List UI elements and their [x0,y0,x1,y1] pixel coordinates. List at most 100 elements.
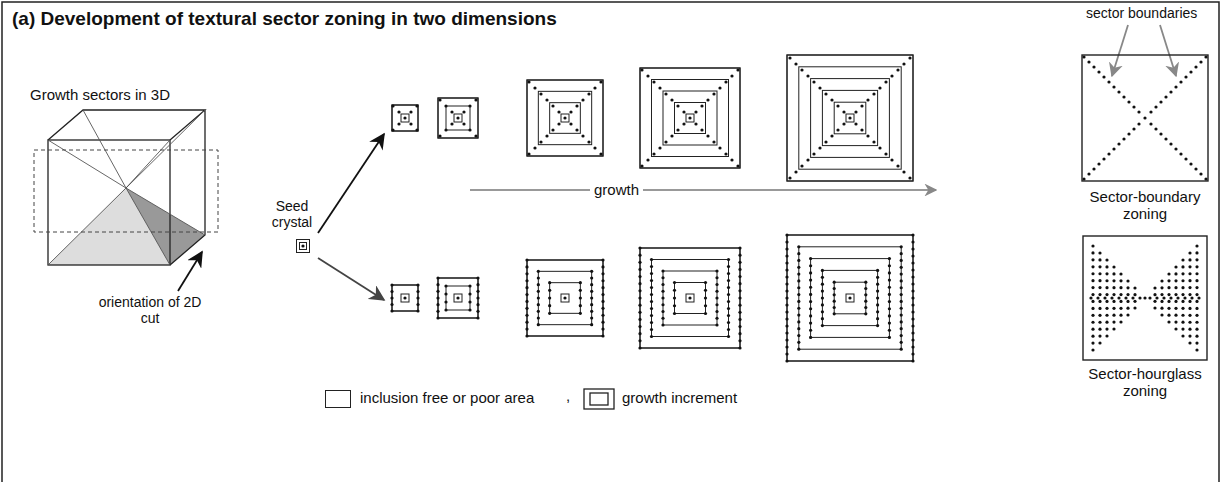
inclusion-dot [1188,314,1191,317]
inclusion-dot [650,314,653,317]
inclusion-dot [557,122,560,125]
inclusion-dot [638,311,641,314]
inclusion-dot [476,283,479,286]
cube-figure [34,110,218,265]
inclusion-dot [638,282,641,285]
inclusion-dot [563,116,566,119]
leader-arrow [178,252,202,291]
inclusion-dot [1167,300,1170,303]
inclusion-dot [884,80,887,83]
inclusion-dot [706,98,709,101]
inclusion-dot [601,334,604,337]
inclusion-dot [1167,320,1170,323]
growth-increment [438,278,478,318]
inclusion-dot [1122,95,1125,98]
inclusion-dot [911,268,914,271]
leader-arrow [1112,25,1128,76]
inclusion-dot [833,300,836,303]
growth-increment [787,55,913,181]
inclusion-dot [1105,321,1108,324]
inclusion-dot [1179,80,1182,83]
inclusion-dot [416,290,419,293]
growth-increment [834,102,866,134]
inclusion-dot [1194,167,1197,170]
inclusion-dot [911,317,914,320]
inclusion-dot [876,276,879,279]
inclusion-dot [1091,265,1094,268]
inclusion-dot [1105,272,1108,275]
inclusion-dot [785,338,788,341]
inclusion-dot [661,303,664,306]
inclusion-dot [824,92,827,95]
inclusion-dot [1102,157,1105,160]
inclusion-dot [830,134,833,137]
inclusion-dot [436,316,439,319]
inclusion-dot [658,86,661,89]
inclusion-dot [1174,286,1177,289]
inclusion-dot [468,284,471,287]
inclusion-dot [590,303,593,306]
inclusion-dot [1091,300,1094,303]
inclusion-dot [661,290,664,293]
inclusion-dot [809,293,812,296]
inclusion-dot [661,310,664,313]
inclusion-dot [833,312,836,315]
inclusion-dot [527,152,530,155]
inclusion-dot [821,296,824,299]
inclusion-dot [474,134,477,137]
crystal-section [1082,55,1208,181]
inclusion-dot [1105,293,1108,296]
inclusion-dot [1091,307,1094,310]
inclusion-dot [715,269,718,272]
inclusion-dot [1126,300,1129,303]
inclusion-dot [1117,90,1120,93]
growth-increment [652,80,729,157]
inclusion-dot [1119,300,1122,303]
growth-increment [663,91,717,145]
inclusion-dot [727,293,730,296]
inclusion-dot [1092,65,1095,68]
inclusion-dot [476,296,479,299]
inclusion-dot [444,104,447,107]
inclusion-dot [456,296,459,299]
inclusion-dot [1188,272,1191,275]
inclusion-dot [1112,85,1115,88]
inclusion-dot [718,86,721,89]
separator: , [566,387,570,404]
inclusion-dot [736,68,739,71]
inclusion-dot [1174,279,1177,282]
inclusion-dot [468,300,471,303]
inclusion-dot [900,341,903,344]
inclusion-dot [864,287,867,290]
inclusion-dot [738,246,741,249]
inclusion-dot [1126,293,1129,296]
inclusion-dot [391,104,394,107]
inclusion-dot [888,321,891,324]
inclusion-dot [888,286,891,289]
inclusion-dot [1160,293,1163,296]
inclusion-dot [646,158,649,161]
crystal-section [638,246,741,349]
inclusion-dot [575,104,578,107]
inclusion-dot [650,286,653,289]
inclusion-dot [638,346,641,349]
inclusion-dot [537,290,540,293]
inclusion-dot [900,279,903,282]
inclusion-dot [1091,279,1094,282]
inclusion-dot [785,275,788,278]
inclusion-dot [1105,327,1108,330]
inclusion-dot [809,278,812,281]
inclusion-dot [727,335,730,338]
inclusion-dot [797,259,800,262]
inclusion-dot [900,307,903,310]
inclusion-dot [1091,272,1094,275]
inclusion-dot [738,289,741,292]
inclusion-dot [911,289,914,292]
inclusion-dot [876,290,879,293]
inclusion-dot [715,283,718,286]
inclusion-dot [1160,300,1163,303]
inclusion-dot [415,128,418,131]
inclusion-dot [821,317,824,320]
inclusion-dot [640,164,643,167]
